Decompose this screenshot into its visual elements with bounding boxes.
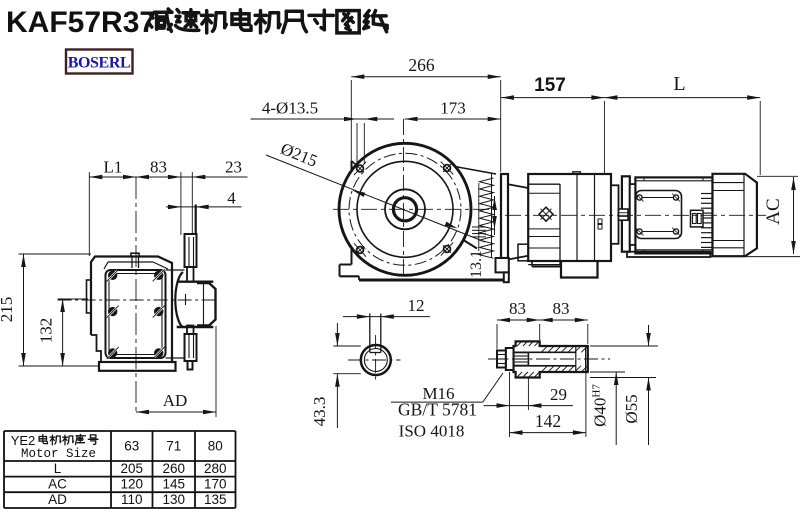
- svg-text:GB/T 5781: GB/T 5781: [398, 400, 477, 420]
- svg-text:130: 130: [162, 492, 185, 507]
- svg-text:12: 12: [408, 296, 425, 315]
- svg-text:29: 29: [550, 385, 567, 404]
- svg-text:AC: AC: [48, 477, 67, 492]
- svg-text:135: 135: [204, 492, 227, 507]
- svg-text:142: 142: [535, 411, 561, 431]
- svg-text:170: 170: [204, 477, 227, 492]
- svg-text:AD: AD: [163, 391, 188, 410]
- svg-text:4: 4: [227, 189, 236, 208]
- svg-text:Motor Size: Motor Size: [21, 447, 96, 461]
- svg-text:80: 80: [208, 439, 223, 454]
- svg-text:ISO 4018: ISO 4018: [399, 422, 465, 441]
- svg-text:280: 280: [204, 461, 227, 476]
- svg-text:L1: L1: [104, 158, 123, 177]
- svg-text:173: 173: [440, 99, 466, 118]
- svg-text:110: 110: [121, 492, 143, 507]
- svg-text:205: 205: [120, 461, 143, 476]
- svg-text:120: 120: [120, 477, 143, 492]
- svg-text:266: 266: [408, 55, 435, 75]
- svg-text:43.3: 43.3: [310, 397, 329, 427]
- svg-text:23: 23: [225, 158, 242, 177]
- svg-text:Ø55: Ø55: [622, 394, 641, 423]
- svg-text:M16: M16: [422, 384, 454, 403]
- svg-text:132: 132: [37, 318, 56, 344]
- svg-text:157: 157: [534, 75, 566, 96]
- svg-text:83: 83: [509, 299, 526, 318]
- svg-text:YE2: YE2: [11, 433, 36, 448]
- svg-text:83: 83: [553, 299, 570, 318]
- svg-text:BOSERL: BOSERL: [68, 55, 131, 72]
- svg-text:13.1: 13.1: [468, 250, 485, 278]
- svg-text:215: 215: [0, 297, 16, 323]
- svg-text:L: L: [673, 73, 685, 95]
- svg-text:AC: AC: [763, 198, 784, 224]
- svg-text:KAF57R37: KAF57R37: [6, 6, 156, 39]
- svg-text:63: 63: [124, 439, 139, 454]
- svg-text:L: L: [54, 461, 62, 476]
- svg-text:AD: AD: [48, 492, 67, 507]
- svg-text:83: 83: [150, 158, 167, 177]
- svg-text:71: 71: [166, 439, 181, 454]
- svg-text:4-Ø13.5: 4-Ø13.5: [262, 99, 318, 118]
- svg-text:145: 145: [162, 477, 185, 492]
- svg-text:260: 260: [162, 461, 185, 476]
